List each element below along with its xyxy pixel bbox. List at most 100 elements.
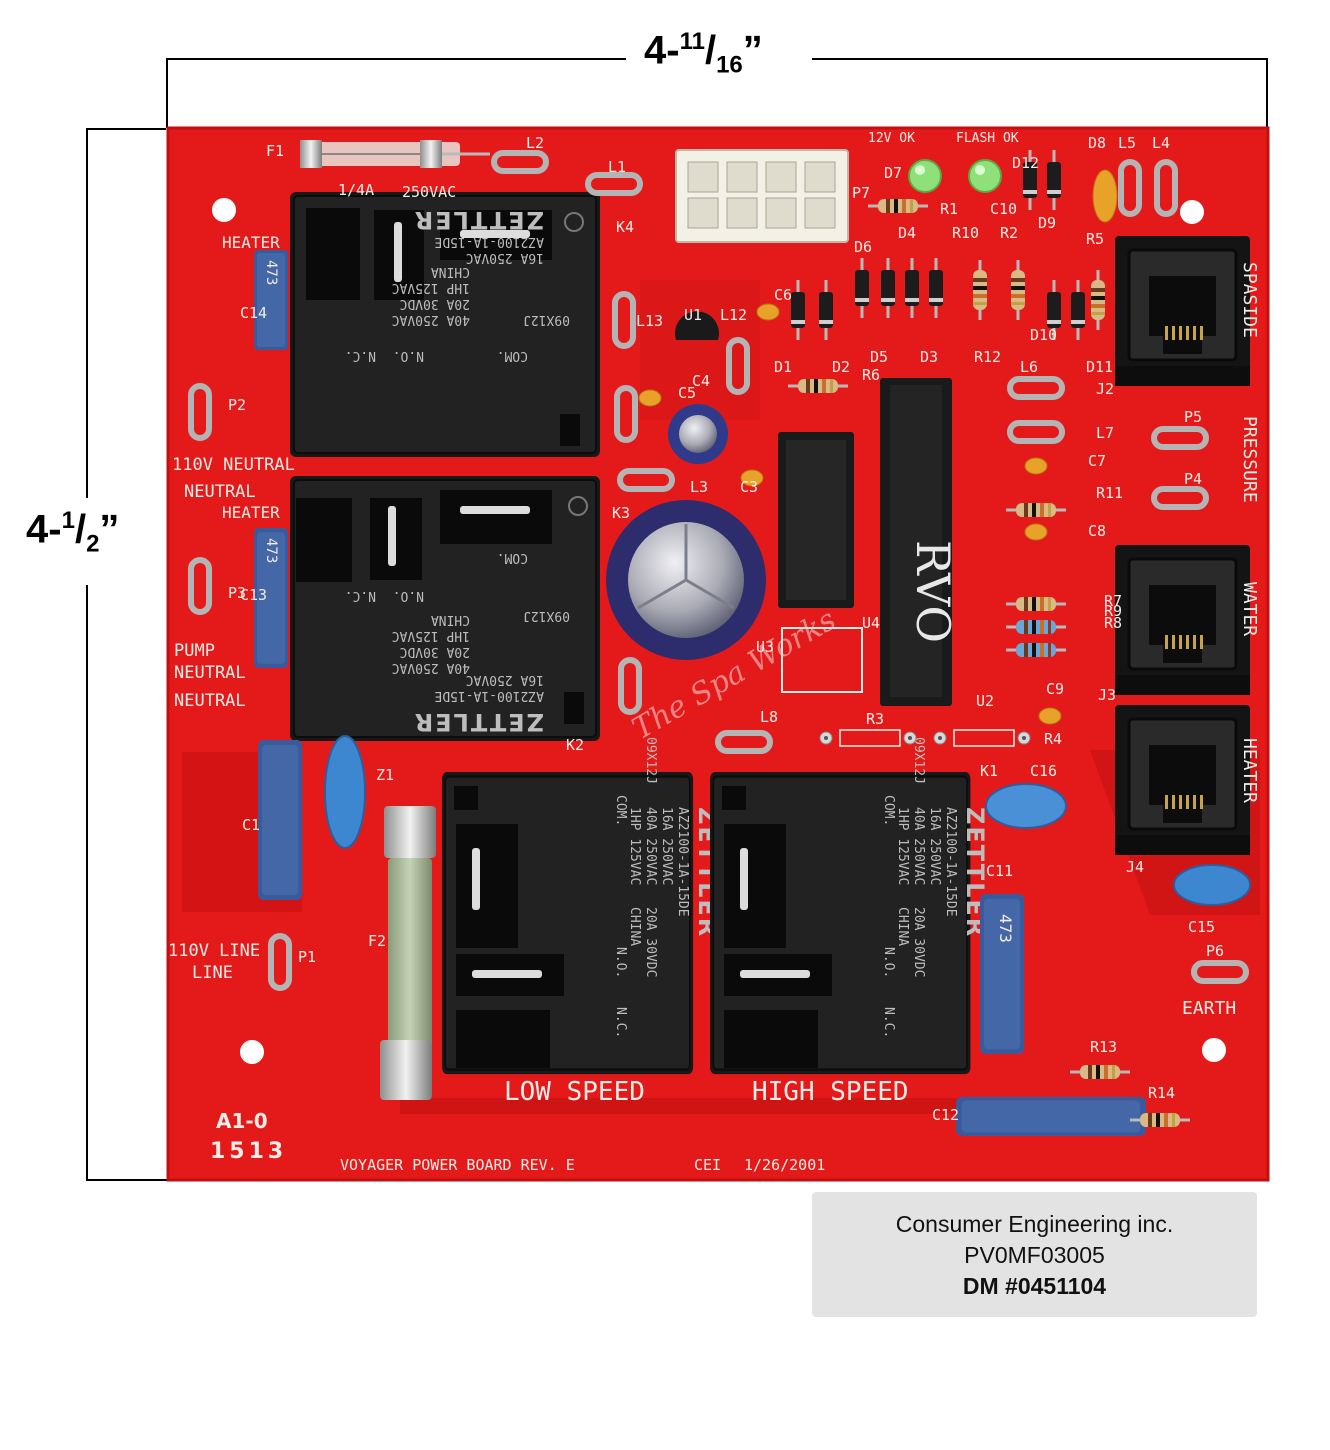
- refdes-c8: C8: [1088, 522, 1106, 540]
- refdes-p7: P7: [852, 184, 870, 202]
- label-pump: PUMP: [174, 641, 215, 661]
- refdes-d10: D10: [1030, 326, 1057, 344]
- refdes-c14: C14: [240, 304, 267, 322]
- refdes-u2: U2: [976, 692, 994, 710]
- resistor-r3: [819, 729, 917, 747]
- capacitor-c12: [956, 1096, 1146, 1136]
- svg-text:AZ2100-1A-15DE: AZ2100-1A-15DE: [434, 234, 544, 249]
- svg-text:N.C.: N.C.: [345, 348, 376, 363]
- refdes-r7: R7: [1104, 592, 1122, 610]
- refdes-d7: D7: [884, 164, 902, 182]
- svg-text:CHINA: CHINA: [431, 612, 470, 627]
- svg-text:09X12J: 09X12J: [523, 608, 570, 623]
- connector-p7: [675, 149, 849, 243]
- svg-text:AZ2100-1A-15DE: AZ2100-1A-15DE: [675, 807, 690, 917]
- label-high-speed: HIGH SPEED: [752, 1077, 909, 1107]
- svg-text:473: 473: [996, 914, 1015, 943]
- refdes-d2: D2: [832, 358, 850, 376]
- capacitor-z1: [324, 735, 366, 849]
- height-dimension-tick-top: [86, 128, 166, 130]
- label-neutral-a: NEUTRAL: [184, 482, 256, 502]
- refdes-u1: U1: [684, 306, 702, 324]
- svg-text:N.O.: N.O.: [393, 348, 424, 363]
- refdes-c13: C13: [240, 586, 267, 604]
- capacitor-c11: 473: [980, 894, 1025, 1054]
- svg-text:COM.: COM.: [497, 348, 528, 363]
- fuse-f2: [380, 806, 436, 1100]
- relay-k2: COM. N.O. N.C. ZETTLER AZ2100-1A-15DE 16…: [440, 737, 721, 1076]
- label-heater-right: HEATER: [1239, 738, 1260, 803]
- label-earth: EARTH: [1182, 998, 1236, 1019]
- rj-jack-water: [1113, 543, 1252, 697]
- svg-text:N.C.: N.C.: [881, 1007, 896, 1038]
- width-dimension-line-right: [812, 58, 1268, 60]
- label-low-speed: LOW SPEED: [504, 1077, 645, 1107]
- refdes-j2: J2: [1096, 380, 1114, 398]
- svg-text:COM.: COM.: [497, 550, 528, 565]
- refdes-l4: L4: [1152, 134, 1170, 152]
- svg-text:CHINA: CHINA: [431, 264, 470, 279]
- label-part-number: PV0MF03005: [964, 1242, 1105, 1268]
- refdes-p2: P2: [228, 396, 246, 414]
- label-led-flash-ok: FLASH OK: [956, 131, 1019, 146]
- refdes-r11: R11: [1096, 484, 1123, 502]
- handwritten-marking: RVO: [906, 540, 960, 643]
- rj-jack-spaside: [1113, 234, 1252, 388]
- refdes-k4: K4: [616, 218, 634, 236]
- svg-text:473: 473: [263, 538, 279, 563]
- refdes-r4: R4: [1044, 730, 1062, 748]
- refdes-k2: K2: [566, 736, 584, 754]
- resistor-r4: [933, 729, 1031, 747]
- svg-text:40A 250VAC: 40A 250VAC: [392, 660, 470, 675]
- capacitor-c7: [1024, 457, 1048, 475]
- refdes-l1: L1: [608, 158, 626, 176]
- refdes-r13: R13: [1090, 1038, 1117, 1056]
- refdes-d8: D8: [1088, 134, 1106, 152]
- refdes-d12: D12: [1012, 154, 1039, 172]
- svg-text:AZ2100-1A-15DE: AZ2100-1A-15DE: [434, 688, 544, 703]
- height-dimension-label: 4-1/2”: [26, 507, 120, 558]
- refdes-r1: R1: [940, 200, 958, 218]
- svg-text:473: 473: [263, 260, 279, 285]
- refdes-r9: R9: [1104, 602, 1122, 620]
- refdes-c10: C10: [990, 200, 1017, 218]
- refdes-j4: J4: [1126, 858, 1144, 876]
- svg-text:CHINA: CHINA: [627, 907, 642, 946]
- svg-text:16A 250VAC: 16A 250VAC: [466, 250, 544, 265]
- mounting-hole-bottom-left: [240, 1040, 264, 1064]
- svg-text:40A 250VAC: 40A 250VAC: [911, 807, 926, 885]
- height-dimension-line-top: [86, 128, 88, 498]
- refdes-d4: D4: [898, 224, 916, 242]
- width-dimension-line-left: [166, 58, 626, 60]
- refdes-r10: R10: [952, 224, 979, 242]
- label-led-12v-ok: 12V OK: [868, 131, 915, 146]
- label-neutral-lower: NEUTRAL: [174, 691, 246, 711]
- refdes-l12: L12: [720, 306, 747, 324]
- refdes-d3: D3: [920, 348, 938, 366]
- svg-text:AZ2100-1A-15DE: AZ2100-1A-15DE: [943, 807, 958, 917]
- refdes-c15: C15: [1188, 918, 1215, 936]
- label-dm-number: DM #0451104: [962, 1273, 1107, 1299]
- capacitor-c14: 473: [254, 250, 288, 350]
- refdes-c12: C12: [932, 1106, 959, 1124]
- svg-text:20A 30VDC: 20A 30VDC: [400, 296, 470, 311]
- refdes-c11: C11: [986, 862, 1013, 880]
- refdes-l3: L3: [690, 478, 708, 496]
- refdes-c6: C6: [774, 286, 792, 304]
- refdes-l2: L2: [526, 134, 544, 152]
- svg-text:N.O.: N.O.: [881, 947, 896, 978]
- refdes-c9: C9: [1046, 680, 1064, 698]
- board-date-silkscreen: 1/26/2001: [744, 1156, 825, 1174]
- refdes-d1: D1: [774, 358, 792, 376]
- svg-text:COM.: COM.: [881, 795, 896, 826]
- rj-jack-heater: [1113, 703, 1252, 857]
- regulator-u1: [675, 311, 719, 340]
- refdes-p6: P6: [1206, 942, 1224, 960]
- ic-u4: [778, 432, 854, 608]
- ic-socket-u3: [781, 627, 863, 693]
- label-line: LINE: [192, 963, 233, 983]
- svg-text:1HP 125VAC: 1HP 125VAC: [895, 807, 910, 885]
- refdes-r14: R14: [1148, 1084, 1175, 1102]
- capacitor-c10: [1092, 169, 1118, 223]
